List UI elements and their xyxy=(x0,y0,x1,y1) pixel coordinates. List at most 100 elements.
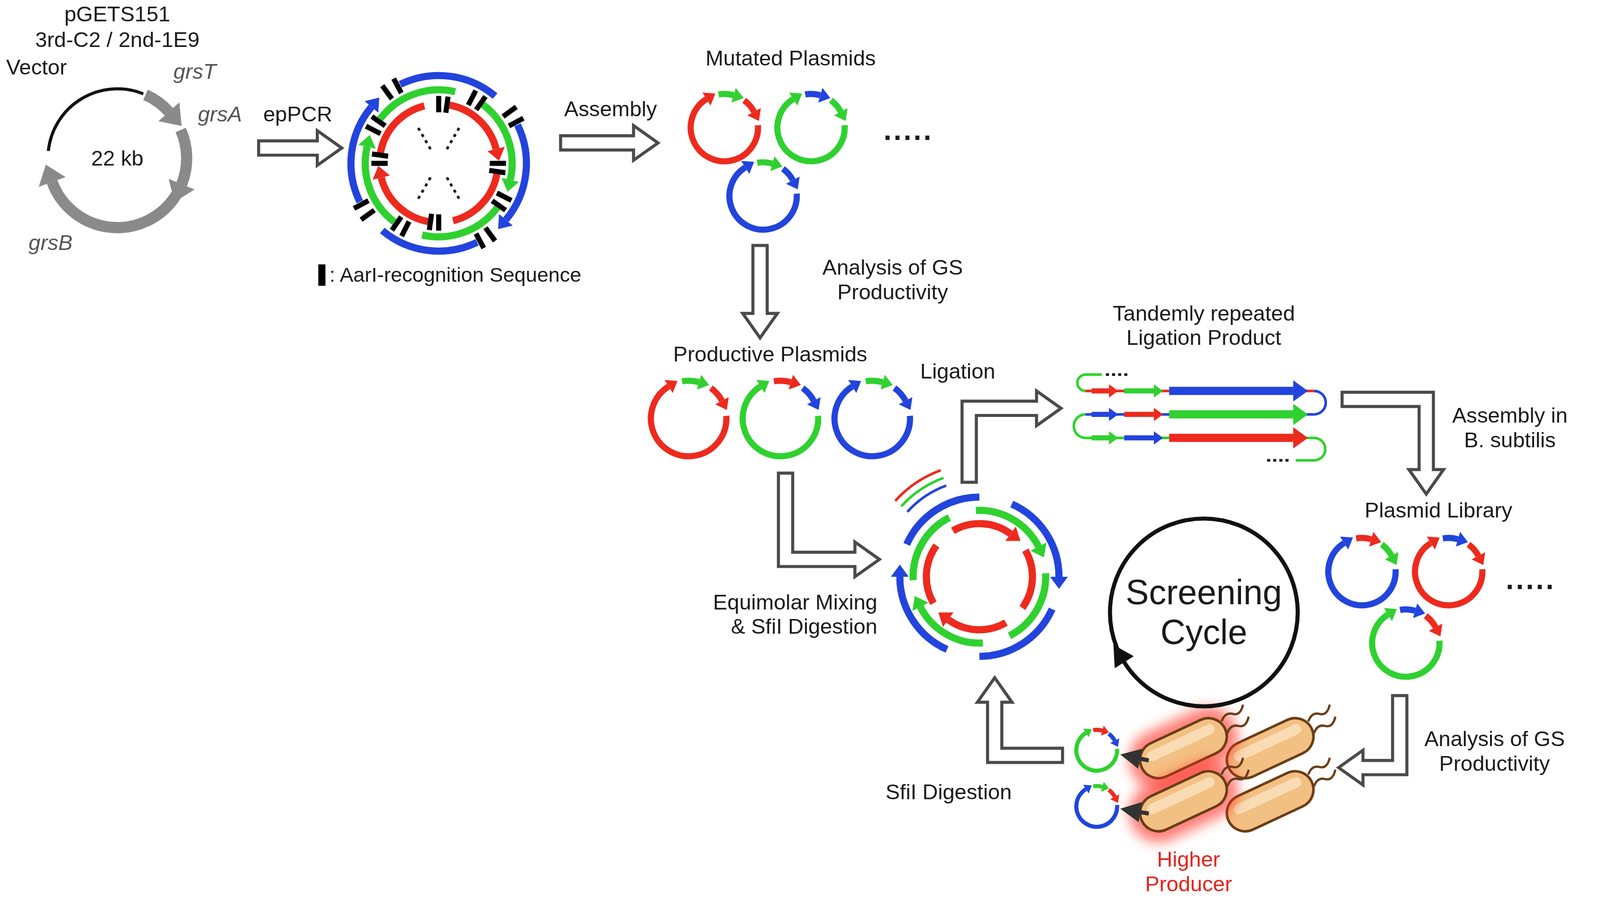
aari-site xyxy=(509,118,524,126)
glow xyxy=(1119,749,1248,852)
dna-arc xyxy=(1108,733,1116,741)
arrow-shaft-inner xyxy=(785,474,859,560)
fragment-set xyxy=(890,469,1068,656)
dna-arc xyxy=(831,100,842,112)
cut-line xyxy=(416,124,431,149)
aari-site xyxy=(489,160,506,166)
dna-arrowhead xyxy=(806,396,821,410)
aari-site xyxy=(492,200,506,211)
arrow-head xyxy=(633,125,659,161)
aari-site xyxy=(475,96,486,110)
dna-arc xyxy=(729,167,797,230)
dna-arc xyxy=(710,387,723,401)
plasmid-icon xyxy=(1371,603,1443,677)
step-label: Ligation xyxy=(920,359,996,384)
process-arrow xyxy=(1340,399,1444,494)
dna-arrowhead xyxy=(498,213,513,229)
cycle-arrowhead xyxy=(1113,644,1134,668)
dna-arrowhead xyxy=(158,102,182,127)
aari-site xyxy=(436,95,442,112)
fragment-set xyxy=(350,75,527,251)
gene-arrowhead xyxy=(1293,403,1308,425)
backbone-loop xyxy=(1073,414,1086,438)
pointer-arrow xyxy=(1124,809,1150,814)
dna-arc xyxy=(865,380,883,383)
aari-site xyxy=(475,233,484,248)
arrow-shaft-inner xyxy=(994,698,1061,755)
node-title: pGETS151 xyxy=(64,1,171,27)
aari-site xyxy=(445,96,448,113)
vector-arc xyxy=(48,88,144,151)
step-label: Assembly xyxy=(564,96,658,122)
arrow-head xyxy=(977,677,1013,703)
dna-arrowhead xyxy=(664,379,678,393)
gene-arrow xyxy=(1169,433,1294,442)
plasmid-icon xyxy=(650,374,729,457)
aari-site xyxy=(496,192,512,201)
plasmid-icon xyxy=(834,374,913,457)
arrow-shaft-inner xyxy=(562,137,637,149)
dna-arrowhead xyxy=(1083,728,1092,737)
plasmid-icon xyxy=(742,374,821,457)
aari-site xyxy=(365,126,381,134)
dna-arrowhead xyxy=(741,160,755,174)
dna-arrowhead xyxy=(1100,725,1109,736)
aari-site xyxy=(429,213,432,230)
dna-arrowhead xyxy=(938,612,954,627)
gene-arrowhead xyxy=(1108,407,1118,421)
gene-arrow xyxy=(1124,411,1154,417)
dna-arrowhead xyxy=(715,396,730,410)
step-label: Higher Producer xyxy=(1127,846,1250,896)
gene-arrowhead xyxy=(1293,380,1308,402)
dna-arc xyxy=(906,496,980,545)
backbone-loop xyxy=(1314,390,1326,414)
ellipsis-mark: ..... xyxy=(883,114,934,147)
dna-arc xyxy=(1093,785,1103,787)
process-arrow xyxy=(969,390,1061,484)
step-label: epPCR xyxy=(263,101,333,127)
dna-arrowhead xyxy=(848,379,861,393)
dna-arrowhead xyxy=(1413,603,1426,618)
dna-arc xyxy=(952,523,1011,534)
step-label: SfiI Digestion xyxy=(885,779,1012,805)
dna-arrowhead xyxy=(1471,551,1486,565)
dna-arc xyxy=(1328,542,1396,605)
dna-arc xyxy=(773,380,791,383)
process-arrow xyxy=(742,243,778,338)
gene-arrowhead xyxy=(1108,430,1118,445)
flagellum xyxy=(1224,716,1252,733)
dna-arrowhead xyxy=(912,595,929,611)
process-arrow xyxy=(1338,693,1400,785)
dna-arc xyxy=(1356,537,1372,540)
dna-arrowhead xyxy=(788,374,802,390)
gene-arrowhead xyxy=(1293,427,1308,449)
dna-arrowhead xyxy=(890,564,909,577)
process-arrow xyxy=(785,471,880,577)
node-text: Vector xyxy=(6,54,67,80)
dna-arrowhead xyxy=(833,108,848,121)
dna-arrowhead xyxy=(358,135,376,149)
dna-arc xyxy=(682,380,700,383)
arrow-head xyxy=(1036,390,1061,426)
step-label: Equimolar Mixing & SfiI Digestion xyxy=(698,589,878,640)
dna-arrowhead xyxy=(789,92,803,106)
arrow-head xyxy=(1338,749,1363,785)
aari-site xyxy=(436,214,442,231)
grsB-head xyxy=(38,164,66,187)
dna-arc xyxy=(899,576,948,650)
gene-name: grsB xyxy=(28,230,73,256)
dna-arc xyxy=(948,619,1006,630)
dna-arc xyxy=(1415,542,1483,605)
dna-arc xyxy=(979,608,1052,657)
dna-arrowhead xyxy=(898,396,913,410)
dna-arrowhead xyxy=(372,165,391,180)
dna-arrowhead xyxy=(1110,737,1120,747)
cycle-ring xyxy=(1109,518,1298,706)
node-text: 22 kb xyxy=(91,146,144,171)
gene-name: grsA xyxy=(197,101,242,127)
flagellum xyxy=(1224,769,1252,787)
process-arrow xyxy=(558,125,659,161)
bacterium xyxy=(1119,743,1262,852)
gene-arrow xyxy=(1169,410,1294,419)
